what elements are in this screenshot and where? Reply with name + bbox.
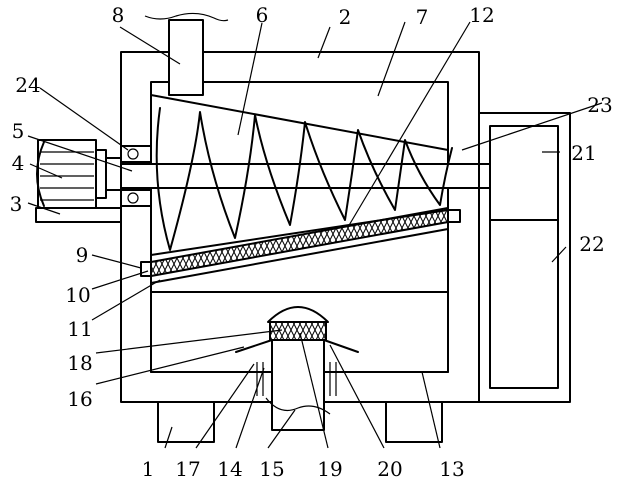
label-19: 19 — [317, 457, 342, 481]
label-6: 6 — [256, 3, 269, 27]
motor-assembly — [35, 139, 122, 223]
callout-labels: 1 2 3 4 5 6 7 8 9 10 11 12 13 14 15 16 1… — [10, 3, 613, 481]
label-3: 3 — [10, 192, 23, 216]
label-9: 9 — [76, 243, 89, 267]
sloped-screen — [150, 206, 449, 284]
leader-lines — [27, 21, 603, 449]
discharge-assembly — [235, 306, 359, 431]
label-4: 4 — [12, 151, 25, 175]
spiral-screw-blade — [155, 107, 453, 251]
label-20: 20 — [377, 457, 402, 481]
label-1: 1 — [142, 457, 155, 481]
label-5: 5 — [12, 119, 25, 143]
label-22: 22 — [579, 232, 604, 256]
label-24: 24 — [15, 73, 40, 97]
shaft-bearings — [120, 145, 152, 207]
label-23: 23 — [587, 93, 612, 117]
label-16: 16 — [67, 387, 92, 411]
label-18: 18 — [67, 351, 92, 375]
label-2: 2 — [339, 5, 352, 29]
label-10: 10 — [65, 283, 90, 307]
label-14: 14 — [217, 457, 242, 481]
feed-inlet-pipe — [144, 12, 229, 96]
label-21: 21 — [571, 141, 596, 165]
label-8: 8 — [112, 3, 125, 27]
label-12: 12 — [469, 3, 494, 27]
fittings — [140, 209, 461, 277]
label-7: 7 — [416, 5, 429, 29]
label-17: 17 — [175, 457, 200, 481]
label-13: 13 — [439, 457, 464, 481]
side-housing — [478, 112, 571, 403]
label-11: 11 — [67, 317, 92, 341]
label-15: 15 — [259, 457, 284, 481]
support-legs — [157, 401, 443, 443]
